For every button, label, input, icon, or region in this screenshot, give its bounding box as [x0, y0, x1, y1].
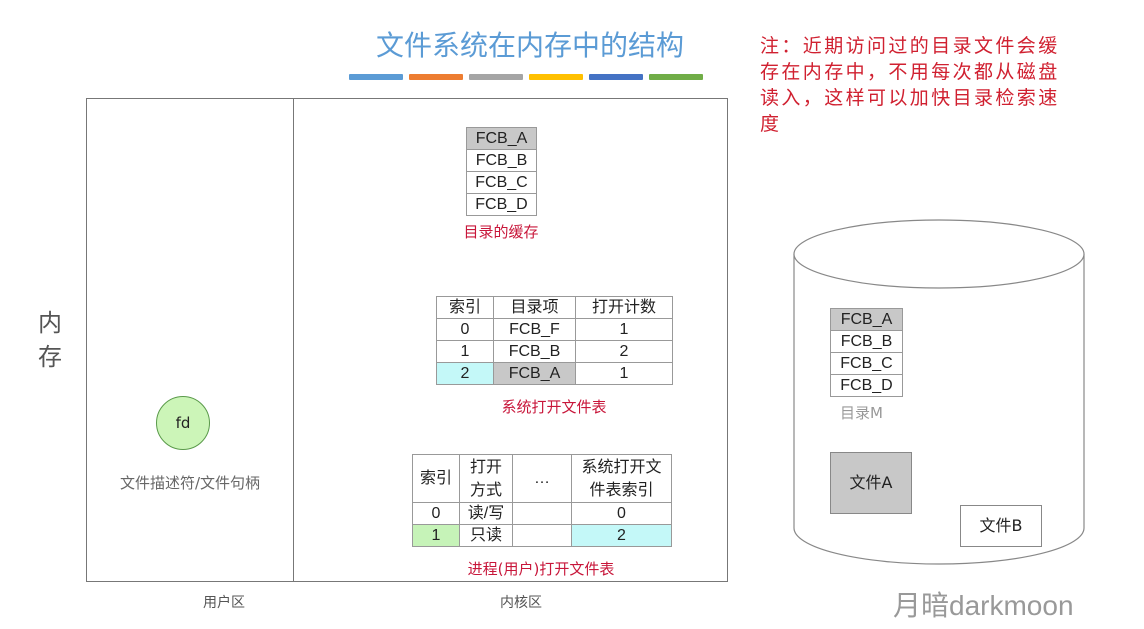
bar-gray [469, 74, 523, 80]
bar-orange [409, 74, 463, 80]
cell: FCB_B [493, 340, 576, 363]
header-cell: 目录项 [493, 296, 576, 319]
dir-cache-item: FCB_B [466, 149, 537, 172]
bar-darkblue [589, 74, 643, 80]
sys-open-table-caption: 系统打开文件表 [501, 398, 607, 416]
cell: 只读 [459, 524, 513, 547]
user-kernel-divider [293, 98, 294, 582]
cell: FCB_A [493, 362, 576, 385]
disk-dir-table: FCB_A FCB_B FCB_C FCB_D [830, 308, 903, 397]
header-cell: … [512, 454, 572, 503]
dir-cache-item: FCB_A [466, 127, 537, 150]
dir-cache-table: FCB_A FCB_B FCB_C FCB_D [466, 127, 537, 216]
cell: 0 [412, 502, 460, 525]
cell [512, 502, 572, 525]
cell: FCB_F [493, 318, 576, 341]
disk-dir-item: FCB_D [830, 374, 903, 397]
file-a-box: 文件A [830, 452, 912, 514]
header-cell: 系统打开文件表索引 [571, 454, 672, 503]
cell: 2 [436, 362, 494, 385]
disk-dir-caption: 目录M [840, 404, 883, 422]
file-b-box: 文件B [960, 505, 1042, 547]
cell: 1 [412, 524, 460, 547]
cell: 读/写 [459, 502, 513, 525]
disk-dir-item: FCB_C [830, 352, 903, 375]
cell [512, 524, 572, 547]
header-cell: 索引 [412, 454, 460, 503]
kernel-zone-label: 内核区 [500, 595, 542, 611]
cell: 0 [571, 502, 672, 525]
dir-cache-item: FCB_D [466, 193, 537, 216]
proc-open-table-caption: 进程(用户)打开文件表 [467, 560, 615, 578]
bar-blue [349, 74, 403, 80]
header-cell: 打开计数 [575, 296, 673, 319]
cell: 0 [436, 318, 494, 341]
dir-cache-item: FCB_C [466, 171, 537, 194]
note: 注：近期访问过的目录文件会缓存在内存中，不用每次都从磁盘读入，这样可以加快目录检… [760, 35, 1060, 135]
fd-circle: fd [156, 396, 210, 450]
user-zone-label: 用户区 [203, 595, 245, 611]
cell: 1 [575, 362, 673, 385]
disk-cylinder-icon [793, 219, 1085, 565]
fd-caption: 文件描述符/文件句柄 [119, 474, 261, 492]
header-cell: 打开方式 [459, 454, 513, 503]
dir-cache-caption: 目录的缓存 [463, 223, 539, 241]
cell: 1 [436, 340, 494, 363]
cell: 1 [575, 318, 673, 341]
header-cell: 索引 [436, 296, 494, 319]
disk-dir-item: FCB_B [830, 330, 903, 353]
memory-box [86, 98, 728, 582]
bar-yellow [529, 74, 583, 80]
cell: 2 [575, 340, 673, 363]
memory-label: 内存 [38, 309, 62, 371]
page-title: 文件系统在内存中的结构 [375, 29, 684, 62]
watermark: 月暗darkmoon [893, 590, 1074, 621]
cell: 2 [571, 524, 672, 547]
disk-dir-item: FCB_A [830, 308, 903, 331]
bar-green [649, 74, 703, 80]
